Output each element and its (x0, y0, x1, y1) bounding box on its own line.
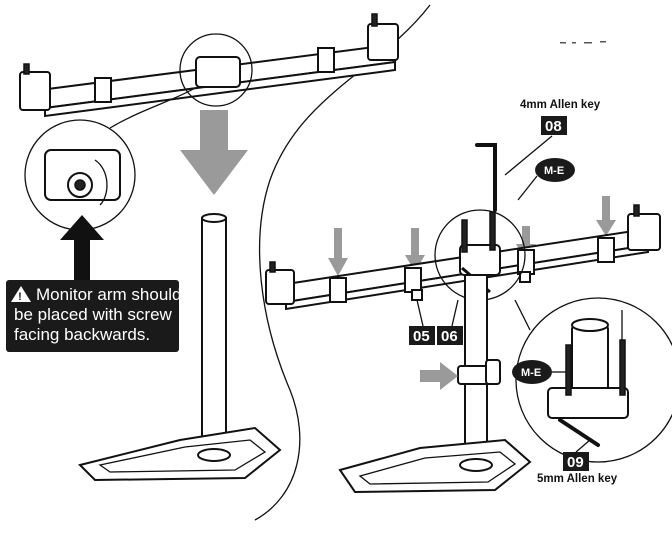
arrow-up-black (60, 215, 104, 280)
me-badge-top: M-E (544, 165, 564, 177)
warning-line-3: facing backwards. (14, 325, 150, 344)
pole-left (201, 213, 227, 459)
step-09-badge: 09 (567, 454, 584, 471)
pole-right (457, 274, 501, 476)
arrow-down-gray (180, 110, 248, 195)
center-clamp-zoom-circle (179, 33, 253, 107)
svg-text:!: ! (18, 291, 22, 303)
warning-callout: ! Monitor arm should be placed with scre… (6, 280, 182, 352)
warning-triangle-icon (11, 286, 31, 302)
warning-line-2: be placed with screw (14, 305, 173, 324)
zoom-detail-inset (24, 87, 196, 231)
warning-line-1: Monitor arm should (36, 285, 182, 304)
me-badge-detail: M-E (521, 367, 541, 379)
step-06-badge: 06 (441, 328, 458, 345)
arrow-down-gray-2 (405, 228, 425, 272)
base-left (78, 426, 282, 482)
arrow-right-gray (420, 362, 458, 390)
center-clamp-right (459, 211, 501, 294)
allen-key-4mm (475, 143, 497, 212)
base-right (338, 438, 532, 494)
divider-curve (254, 4, 431, 521)
step-05-badge: 05 (413, 328, 430, 345)
step-08-badge: 08 (545, 118, 562, 135)
detail-zoom-circle (514, 297, 672, 463)
arrow-down-gray-4 (596, 196, 616, 236)
stray-marks (560, 41, 606, 44)
label-4mm-allen-key: 4mm Allen key (520, 99, 601, 111)
label-5mm-allen-key: 5mm Allen key (537, 473, 618, 485)
crossbar-top-left (19, 13, 399, 118)
arrow-down-gray-1 (328, 228, 348, 276)
